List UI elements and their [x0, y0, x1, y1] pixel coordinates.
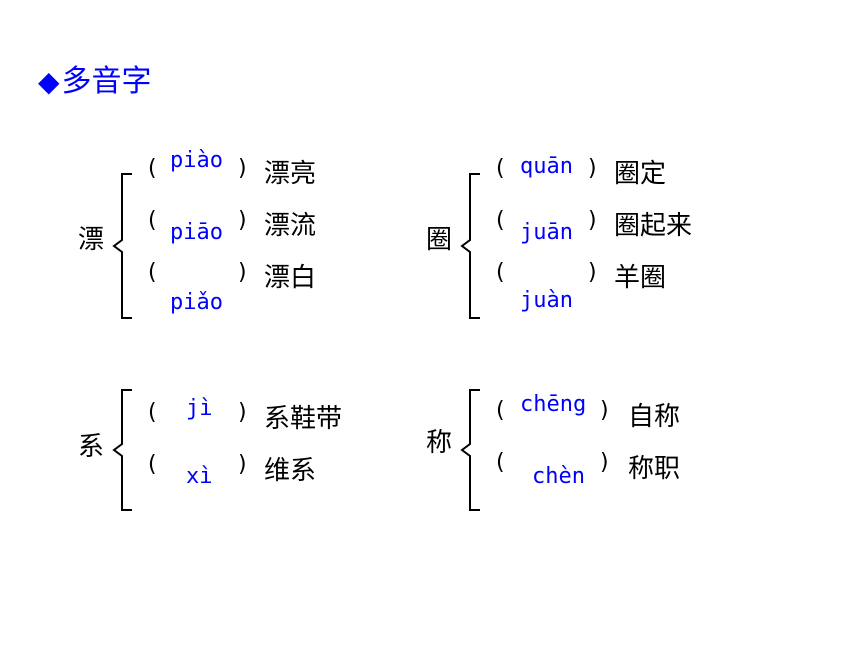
- paren-close: ): [238, 156, 247, 181]
- paren-open: (: [148, 452, 157, 477]
- pinyin-answer: juān: [520, 220, 573, 245]
- example-word: 自称: [628, 402, 681, 432]
- paren-close: ): [238, 208, 247, 233]
- paren-close: ): [238, 260, 247, 285]
- example-word: 维系: [264, 456, 317, 486]
- paren-close: ): [588, 156, 597, 181]
- paren-close: ): [238, 400, 247, 425]
- paren-close: ): [588, 260, 597, 285]
- paren-close: ): [600, 398, 609, 423]
- brace-icon: [112, 389, 132, 511]
- pinyin-answer: xì: [186, 464, 213, 489]
- pinyin-answer: quān: [520, 154, 573, 179]
- paren-close: ): [238, 452, 247, 477]
- example-word: 圈定: [614, 159, 667, 189]
- group-char: 漂: [78, 225, 105, 255]
- pinyin-answer: piǎo: [170, 290, 223, 315]
- paren-open: (: [496, 450, 505, 475]
- paren-open: (: [496, 156, 505, 181]
- example-word: 漂流: [264, 211, 317, 241]
- paren-close: ): [600, 450, 609, 475]
- paren-close: ): [588, 208, 597, 233]
- example-word: 羊圈: [614, 263, 667, 293]
- paren-open: (: [148, 208, 157, 233]
- example-word: 漂白: [264, 263, 317, 293]
- paren-open: (: [496, 260, 505, 285]
- pinyin-answer: juàn: [520, 288, 573, 313]
- paren-open: (: [148, 156, 157, 181]
- pinyin-answer: chèn: [532, 464, 585, 489]
- example-word: 称职: [628, 454, 681, 484]
- group-char: 称: [426, 428, 453, 458]
- pinyin-answer: jì: [186, 396, 213, 421]
- paren-open: (: [148, 260, 157, 285]
- example-word: 漂亮: [264, 159, 317, 189]
- group-char: 圈: [426, 225, 453, 255]
- pinyin-answer: piāo: [170, 220, 223, 245]
- brace-icon: [460, 389, 480, 511]
- paren-open: (: [496, 398, 505, 423]
- example-word: 系鞋带: [264, 404, 343, 434]
- brace-icon: [112, 173, 132, 319]
- title-text: 多音字: [61, 64, 152, 99]
- paren-open: (: [148, 400, 157, 425]
- example-word: 圈起来: [614, 211, 693, 241]
- brace-icon: [460, 173, 480, 319]
- paren-open: (: [496, 208, 505, 233]
- pinyin-answer: piào: [170, 148, 223, 173]
- pinyin-answer: chēng: [520, 392, 587, 417]
- group-char: 系: [78, 432, 105, 462]
- diamond-bullet-icon: ◆: [38, 65, 60, 98]
- page-title: ◆ 多音字: [38, 62, 152, 102]
